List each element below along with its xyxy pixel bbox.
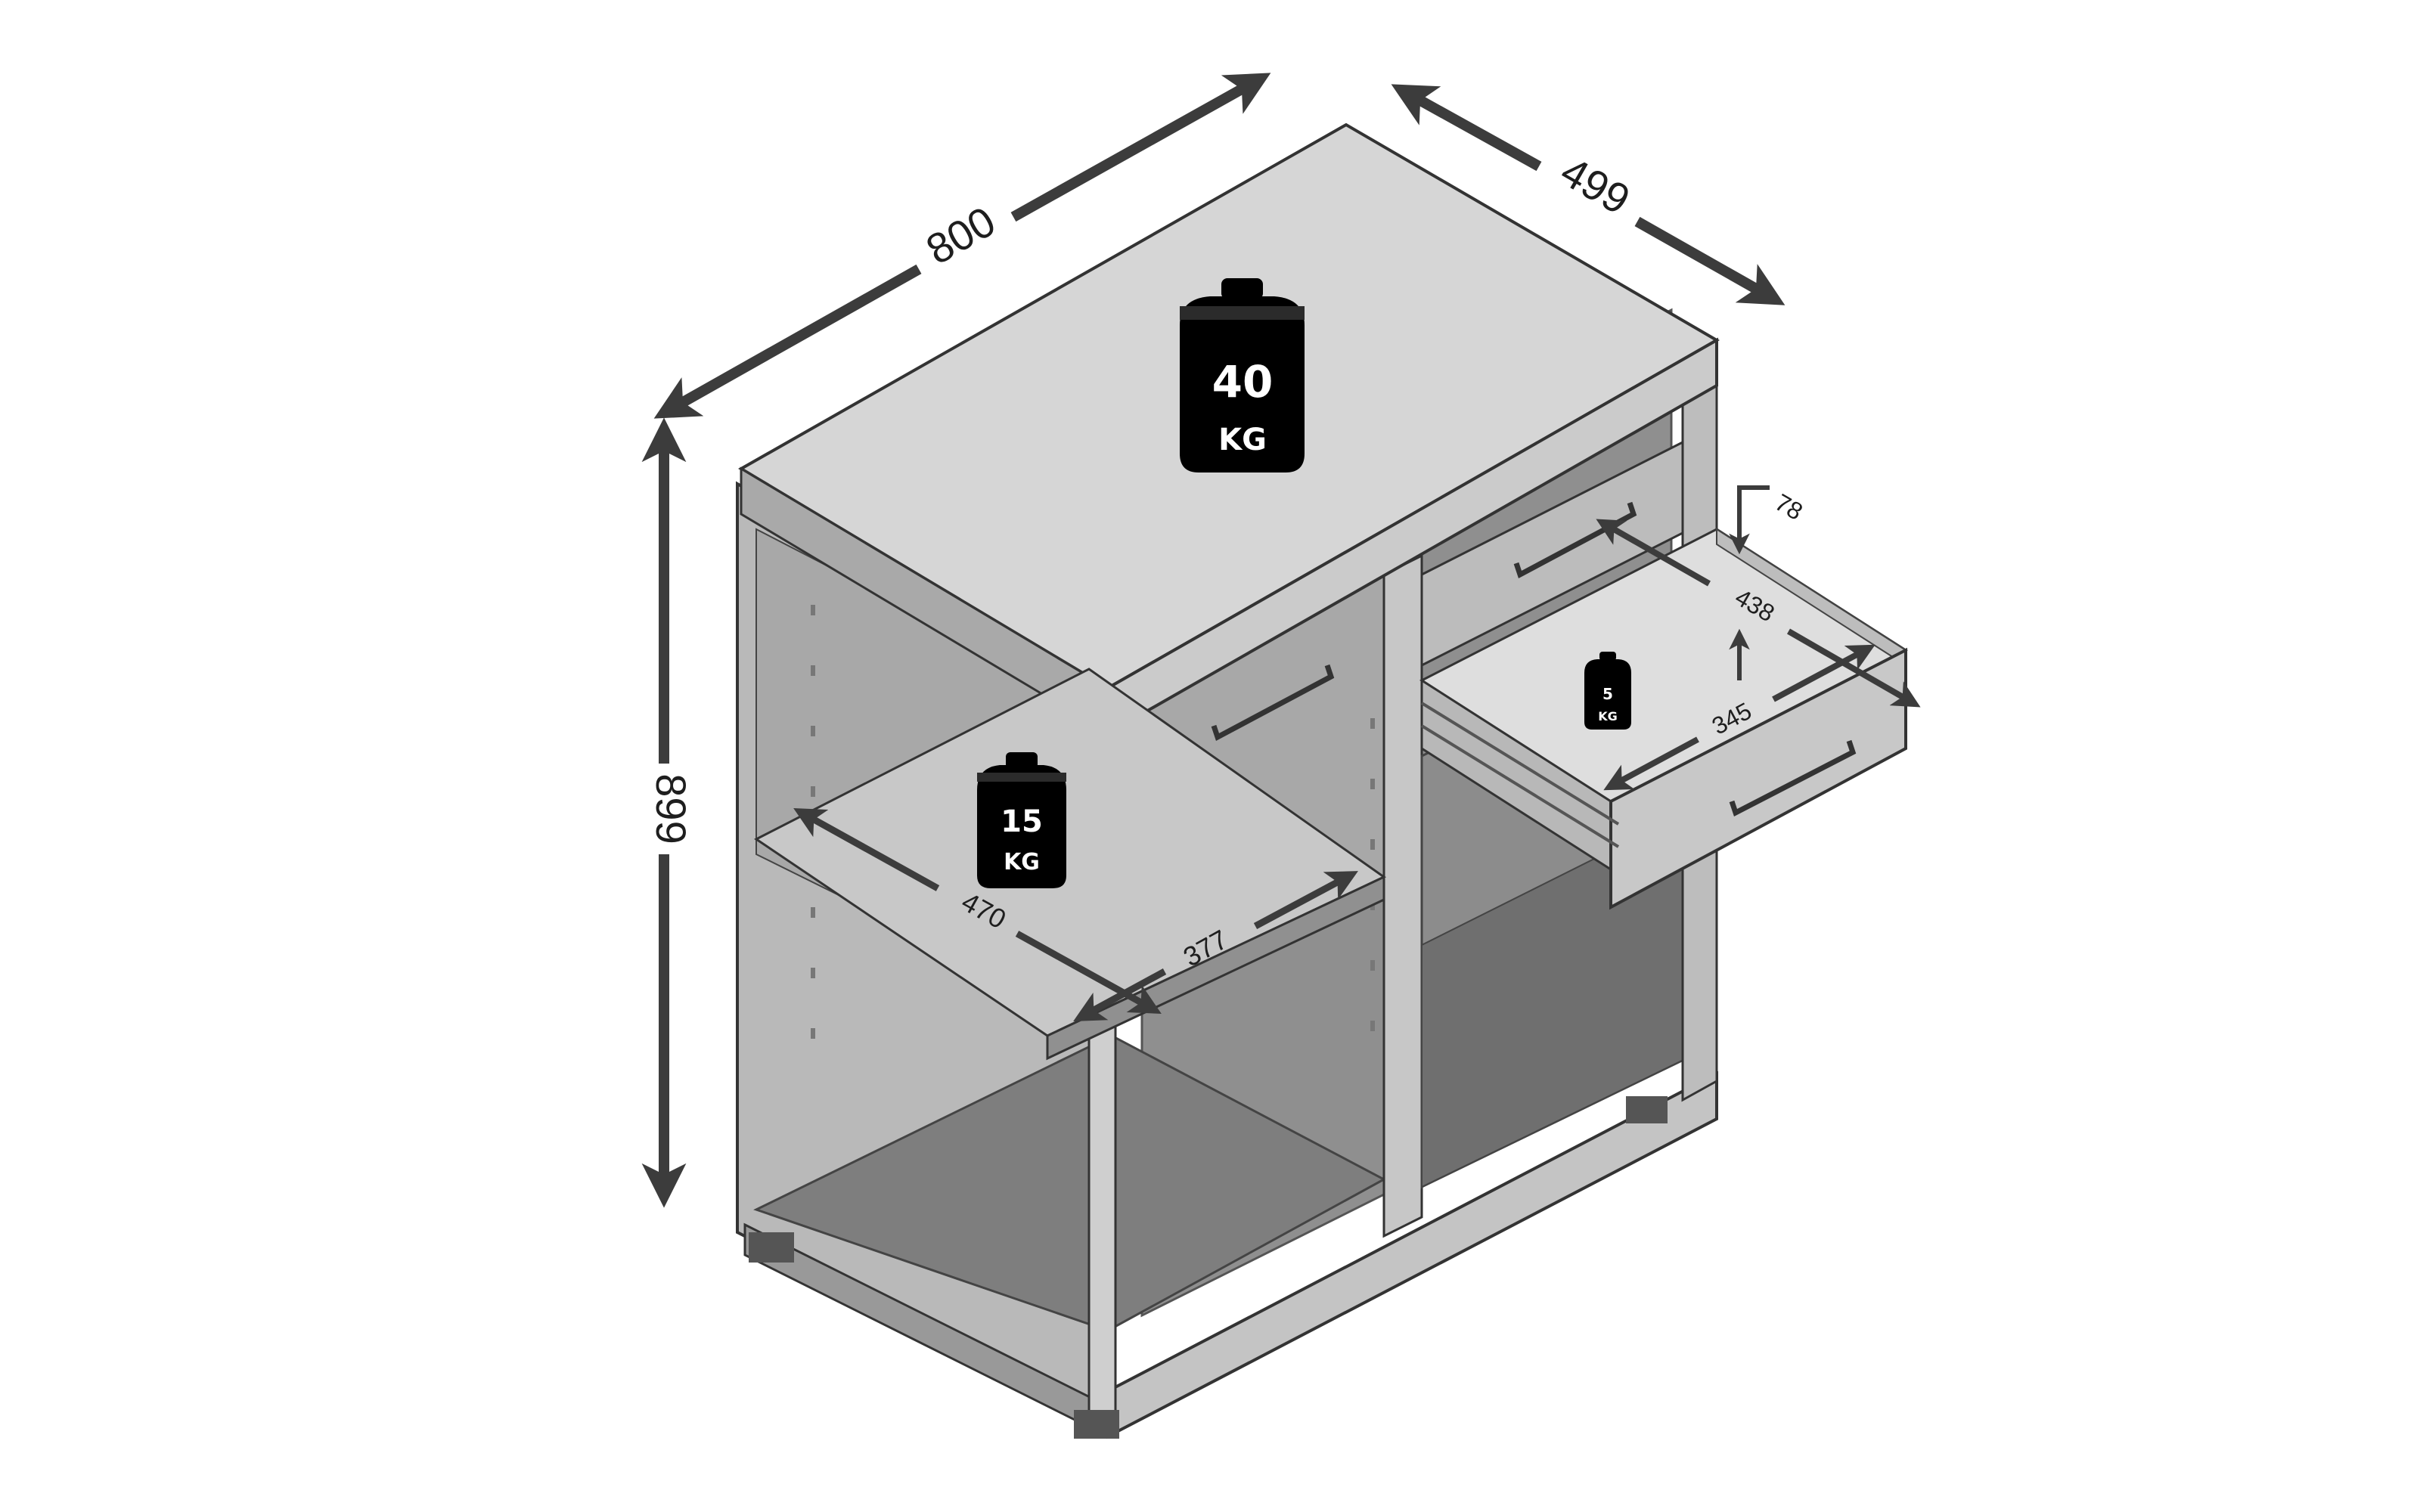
double-arrow-icon [1729,485,1770,555]
weight-icon-top: 40 KG [1180,278,1305,472]
drawer-runner [1420,724,1620,848]
weight-shelf-value: 15 [1001,804,1043,839]
weight-top-unit: KG [1218,423,1267,457]
weight-icon-drawer: 5 KG [1584,652,1631,730]
drawer-front-open [1609,647,1907,910]
dimension-height-label: 899 [647,773,695,844]
weight-drawer-unit: KG [1598,709,1618,723]
weight-icon [1180,278,1305,472]
double-arrow-icon [1073,968,1167,1021]
double-arrow-icon [653,264,922,419]
cabinet-divider [1382,553,1423,1238]
drawer-front-closed [1420,440,1684,668]
double-arrow-icon [1015,931,1162,1015]
dimension-depth-label: 499 [1553,147,1638,223]
double-arrow-icon [1634,216,1786,305]
double-arrow-icon [1772,644,1876,702]
drawer-runner [1420,702,1620,826]
drawer-handle-icon [1211,664,1335,742]
drawer-handle-icon [1729,739,1857,816]
weight-icon [1584,652,1631,730]
drawer-handle-icon [1513,501,1637,579]
weight-shelf-unit: KG [1004,849,1040,875]
double-arrow-icon [1391,84,1542,172]
double-arrow-icon [793,807,940,891]
foot [1074,1410,1119,1439]
weight-icon-shelf: 15 KG [977,752,1066,888]
double-arrow-icon [1596,519,1711,587]
double-arrow-icon [1603,736,1699,791]
dimension-width-label: 800 [918,197,1003,273]
open-drawer [1419,528,1909,910]
weight-top-value: 40 [1212,356,1274,407]
double-arrow-icon [1253,871,1358,929]
weight-icon [977,752,1066,888]
double-arrow-icon [1010,73,1271,222]
dimension-arrows [641,73,1921,1208]
foot [1626,1096,1668,1123]
foot [749,1232,794,1263]
weight-drawer-value: 5 [1602,685,1613,703]
dimension-drawer-height-label: 78 [1770,488,1807,525]
